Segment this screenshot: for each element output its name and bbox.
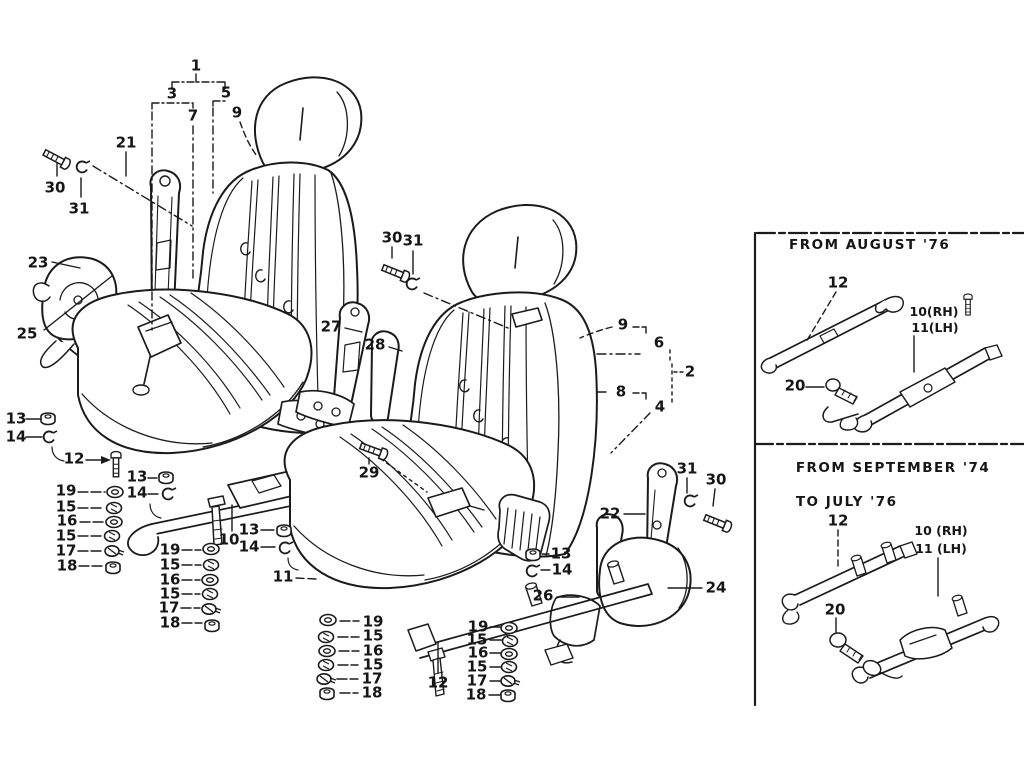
inset-box (753, 231, 1024, 707)
right-seat (283, 203, 692, 697)
leader-lines (25, 73, 939, 696)
left-seat (32, 76, 418, 557)
